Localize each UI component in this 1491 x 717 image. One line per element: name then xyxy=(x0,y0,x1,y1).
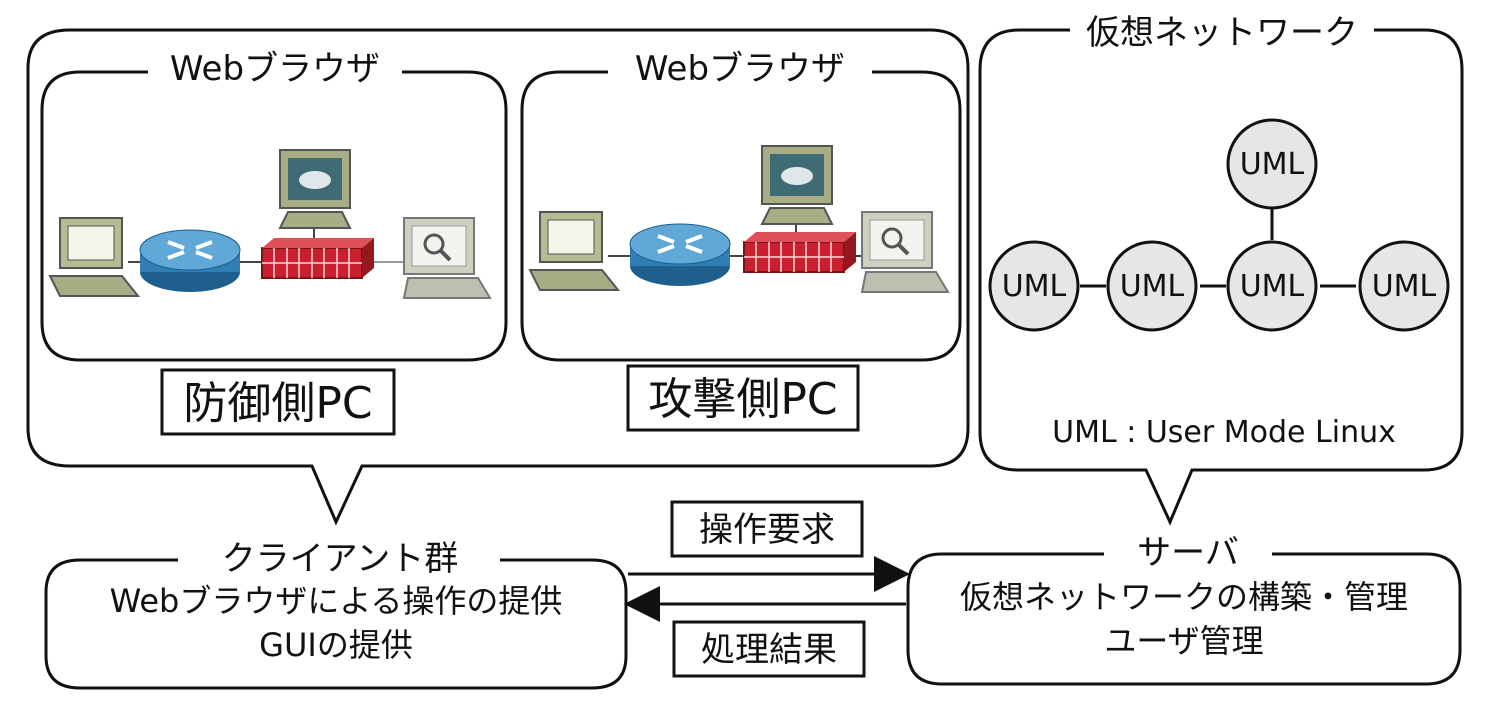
defender-pc-label: 防御側PC xyxy=(183,378,372,429)
uml-node: UML xyxy=(1226,240,1318,332)
uml-node-label: UML xyxy=(1372,269,1437,304)
uml-node-label: UML xyxy=(1002,269,1067,304)
uml-node-label: UML xyxy=(1120,269,1185,304)
virtual-network-title: 仮想ネットワーク xyxy=(1086,13,1358,53)
client-group-box xyxy=(44,558,628,690)
uml-node: UML xyxy=(1226,118,1318,210)
firewall-icon xyxy=(743,231,857,273)
browser-title: Webブラウザ xyxy=(170,49,380,89)
uml-node: UML xyxy=(1106,240,1198,332)
defender-pc-label-box xyxy=(160,368,396,436)
uml-node: UML xyxy=(988,240,1080,332)
client-group-title: クライアント群 xyxy=(222,539,459,579)
laptop-icon xyxy=(529,211,619,291)
attacker-pc-label: 攻撃側PC xyxy=(648,374,837,425)
uml-legend: UML : User Mode Linux xyxy=(1052,415,1396,450)
server-line: 仮想ネットワークの構築・管理 xyxy=(960,578,1408,616)
request-label: 操作要求 xyxy=(699,510,835,550)
server-box xyxy=(906,552,1462,686)
uml-node-label: UML xyxy=(1240,269,1305,304)
result-label: 処理結果 xyxy=(701,630,837,670)
client-bubble xyxy=(26,28,970,526)
router-icon xyxy=(138,228,242,294)
client-group-line: Webブラウザによる操作の提供 xyxy=(110,582,563,620)
attacker-pc-label-box xyxy=(626,364,860,432)
virtual-network-bubble xyxy=(978,28,1464,526)
browser-title: Webブラウザ xyxy=(635,49,845,89)
desktop-pc-icon xyxy=(761,145,833,225)
browser-panel-defender: Webブラウザ xyxy=(40,49,508,362)
inspector-pc-icon xyxy=(402,216,492,300)
browser-panel-attacker: Webブラウザ xyxy=(520,49,962,362)
request-label-box xyxy=(670,500,864,558)
uml-node-label: UML xyxy=(1240,147,1305,182)
server-line: ユーザ管理 xyxy=(1104,622,1263,660)
desktop-pc-icon xyxy=(279,149,351,229)
inspector-pc-icon xyxy=(860,210,950,294)
uml-node: UML xyxy=(1358,240,1450,332)
firewall-icon xyxy=(261,237,375,279)
router-icon xyxy=(628,222,732,288)
result-label-box xyxy=(672,620,866,678)
client-group-line: GUIの提供 xyxy=(259,626,413,664)
laptop-icon xyxy=(49,217,139,297)
server-title: サーバ xyxy=(1137,533,1239,573)
